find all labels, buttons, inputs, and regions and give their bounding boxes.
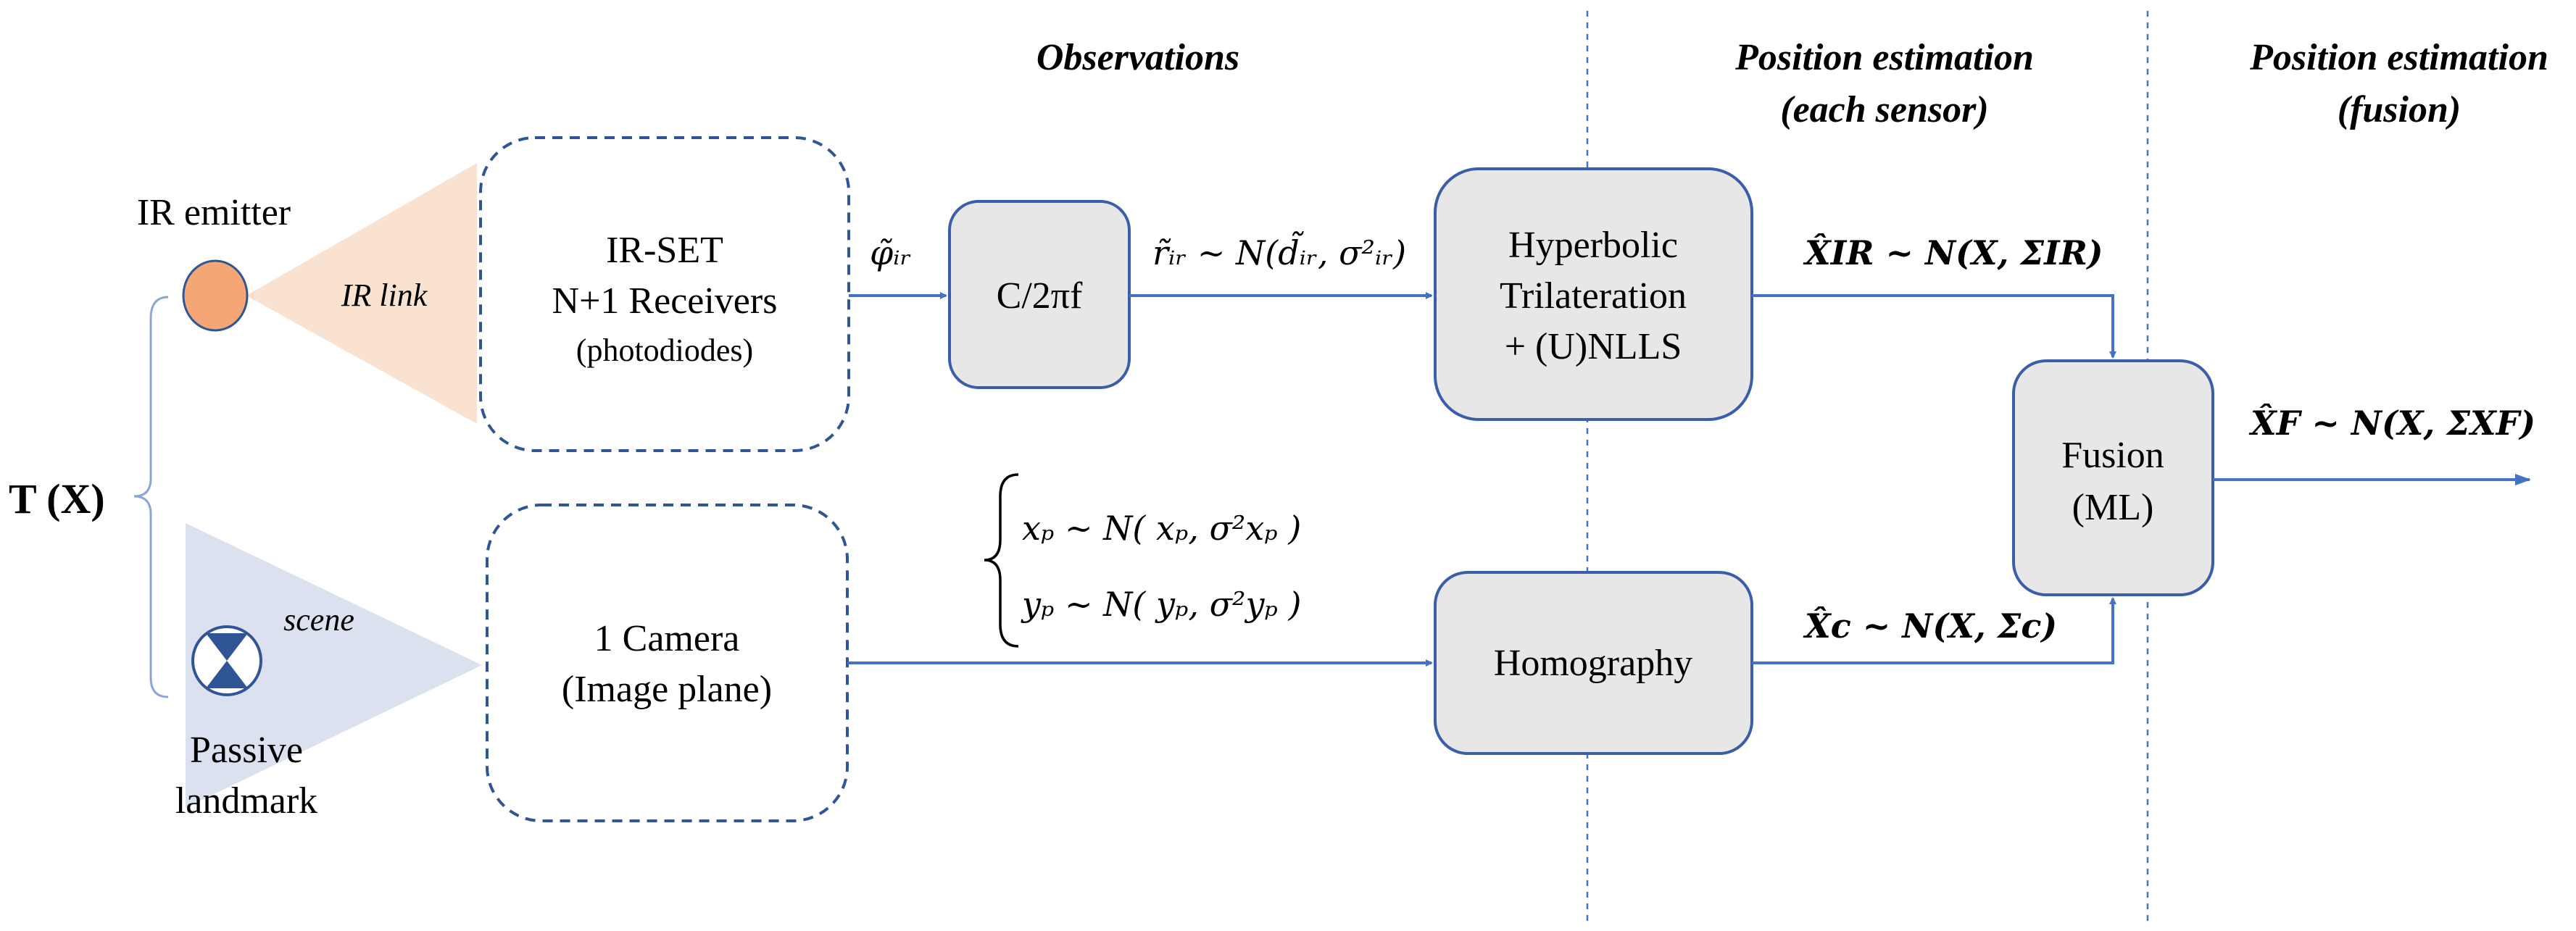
header-position-fusion-line2: (fusion) — [2338, 89, 2461, 130]
equation-x-f: X̂F ~ N(X, ΣXF) — [2248, 404, 2535, 443]
flow-homography-to-fusion — [1752, 597, 2116, 664]
ir-emitter-icon — [182, 259, 249, 332]
equation-r-ir: r̃ᵢᵣ ~ N(d̃ᵢᵣ, σ²ᵢᵣ) — [1152, 231, 1406, 272]
camera-line1: 1 Camera — [594, 618, 740, 659]
hyperbolic-line1: Hyperbolic — [1508, 225, 1678, 266]
equation-xp: xₚ ~ N( xₚ, σ²xₚ ) — [1022, 509, 1301, 548]
passive-landmark-line1: Passive — [190, 730, 303, 771]
scene-label: scene — [283, 602, 354, 638]
equation-phi-ir: φ̃ᵢᵣ — [870, 233, 911, 272]
header-position-fusion-line1: Position estimation — [2249, 37, 2548, 78]
target-label: T (X) — [9, 475, 105, 522]
irset-line3: (photodiodes) — [576, 333, 753, 368]
fusion-line2: (ML) — [2072, 487, 2154, 528]
ir-link-beam — [246, 163, 477, 424]
ir-link-label: IR link — [341, 277, 428, 313]
header-observations: Observations — [1036, 37, 1239, 78]
equation-x-c: X̂c ~ N(X, Σc) — [1803, 606, 2057, 646]
passive-landmark-icon — [191, 625, 262, 696]
header-position-each-line2: (each sensor) — [1780, 89, 1988, 130]
equation-x-ir: X̂IR ~ N(X, ΣIR) — [1803, 233, 2103, 272]
fusion-line1: Fusion — [2061, 435, 2164, 476]
irset-line2: N+1 Receivers — [552, 280, 778, 322]
fusion-box — [2012, 359, 2214, 596]
observation-brace — [984, 473, 1019, 648]
camera-box — [486, 504, 849, 822]
target-bracket — [133, 296, 169, 698]
header-position-each-line1: Position estimation — [1734, 37, 2034, 78]
hyperbolic-line3: + (U)NLLS — [1505, 326, 1682, 367]
flow-hyperbolic-to-fusion — [1752, 294, 2116, 359]
camera-line2: (Image plane) — [562, 669, 772, 710]
scene-beam — [186, 523, 482, 808]
hyperbolic-line2: Trilateration — [1500, 275, 1687, 317]
c2pif-label: C/2πf — [997, 275, 1083, 317]
homography-label: Homography — [1494, 643, 1692, 684]
landmark-hourglass — [206, 633, 248, 688]
irset-line1: IR-SET — [606, 230, 723, 271]
ir-emitter-label: IR emitter — [137, 192, 291, 233]
irset-box — [479, 136, 850, 452]
equation-yp: yₚ ~ N( yₚ, σ²yₚ ) — [1021, 585, 1301, 624]
passive-landmark-line2: landmark — [175, 780, 317, 822]
